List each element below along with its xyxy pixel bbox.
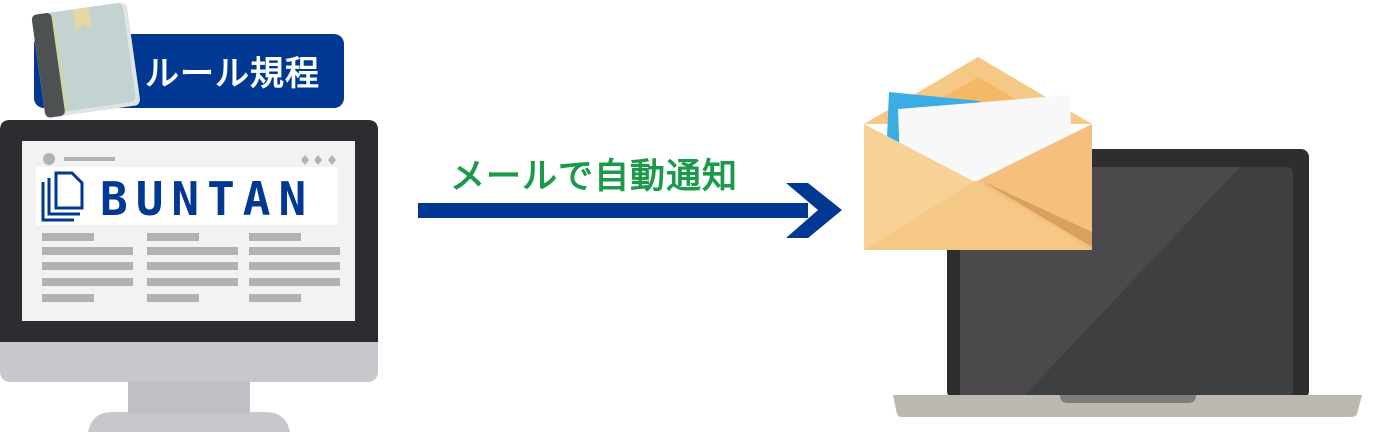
- envelope-icon: [864, 57, 1092, 250]
- content-placeholder-lines: [42, 233, 340, 302]
- rules-badge-label: ルール規程: [145, 54, 320, 94]
- monitor-base: [88, 412, 290, 432]
- email-notification-label: メールで自動通知: [450, 157, 739, 197]
- avatar-dot: [43, 153, 55, 165]
- laptop-base: [893, 395, 1362, 417]
- monitor-neck: [128, 381, 250, 414]
- buntan-logo-text: BUNTAN: [100, 172, 315, 226]
- desktop-monitor: [0, 120, 378, 432]
- arrow-right-icon: [418, 183, 842, 238]
- book-icon: [31, 2, 140, 118]
- window-dots-icon: [301, 155, 336, 165]
- buntan-logo-icon: [41, 171, 84, 222]
- logo-box: [36, 167, 338, 225]
